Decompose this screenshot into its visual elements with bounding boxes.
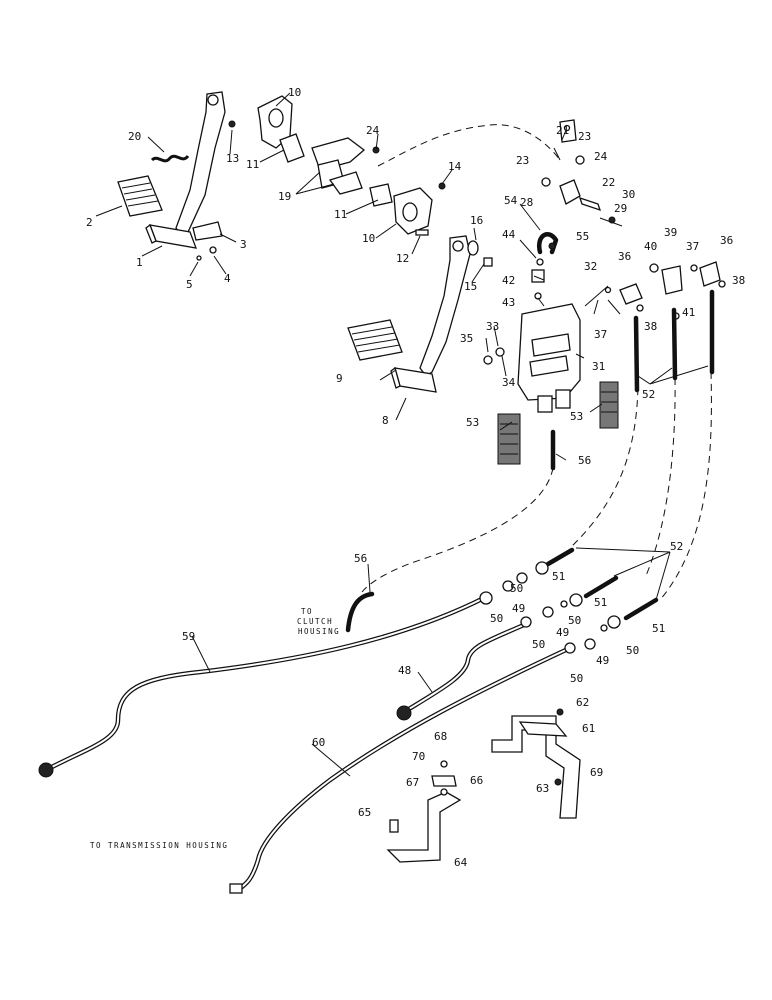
callout-20: 20 [128,130,141,143]
callout-10b: 10 [362,232,375,245]
callout-68: 68 [434,730,447,743]
callout-66: 66 [470,774,483,787]
callout-48: 48 [398,664,411,677]
callout-23b: 23 [578,130,591,143]
callout-60: 60 [312,736,325,749]
master-cylinder-assembly [483,119,726,413]
pivot-shaft-assembly [257,95,446,236]
callout-50f: 50 [570,672,583,685]
callout-69: 69 [590,766,603,779]
callout-67: 67 [406,776,419,789]
brackets-and-clips [386,708,581,863]
callout-36b: 36 [720,234,733,247]
callout-15: 15 [464,280,477,293]
callout-11a: 11 [246,158,259,171]
callout-38b: 38 [732,274,745,287]
callout-54: 54 [504,194,518,207]
callout-9: 9 [336,372,343,385]
callout-22: 22 [602,176,615,189]
callout-50a: 50 [510,582,523,595]
callout-8: 8 [382,414,389,427]
callout-51b: 51 [594,596,607,609]
callout-53b: 53 [570,410,583,423]
leader-lines [95,92,709,777]
callout-59: 59 [182,630,195,643]
callout-19: 19 [278,190,291,203]
callout-50e: 50 [626,644,639,657]
callout-44: 44 [502,228,516,241]
left-pedal-assembly [117,91,236,261]
callout-2: 2 [86,216,93,229]
callout-50c: 50 [568,614,581,627]
callout-36a: 36 [618,250,631,263]
callout-labels: 1 2 3 4 5 8 9 10 10 11 11 12 13 14 15 16… [86,86,745,869]
callout-32: 32 [584,260,597,273]
callout-56b: 56 [354,552,367,565]
hoses-and-springs [497,289,715,471]
right-pedal-assembly [347,235,493,393]
note-clutch-line3: HOUSING [298,627,340,636]
callout-38a: 38 [644,320,657,333]
callout-37b: 37 [686,240,699,253]
callout-35: 35 [460,332,473,345]
callout-61: 61 [582,722,595,735]
callout-40: 40 [644,240,657,253]
callout-12: 12 [396,252,409,265]
note-clutch-line2: CLUTCH [297,617,333,626]
callout-49a: 49 [512,602,525,615]
callout-49c: 49 [596,654,609,667]
callout-24b: 24 [594,150,608,163]
callout-55: 55 [576,230,589,243]
callout-31: 31 [592,360,605,373]
callout-23a: 23 [516,154,529,167]
callout-51c: 51 [652,622,665,635]
callout-49b: 49 [556,626,569,639]
callout-5: 5 [186,278,193,291]
callout-24a: 24 [366,124,380,137]
callout-65: 65 [358,806,371,819]
callout-10a: 10 [288,86,301,99]
lower-tubes-assembly [38,547,659,894]
callout-39: 39 [664,226,677,239]
note-transmission: TO TRANSMISSION HOUSING [90,841,228,850]
callout-64: 64 [454,856,468,869]
callout-1: 1 [136,256,143,269]
callout-53a: 53 [466,416,479,429]
callout-52a: 52 [642,388,655,401]
callout-13: 13 [226,152,239,165]
dashed-routing-lines [361,124,712,601]
callout-50d: 50 [532,638,545,651]
callout-33: 33 [486,320,499,333]
callout-37a: 37 [594,328,607,341]
callout-42: 42 [502,274,515,287]
callout-4: 4 [224,272,231,285]
callout-62: 62 [576,696,589,709]
callout-30: 30 [622,188,635,201]
callout-11b: 11 [334,208,347,221]
callout-29: 29 [614,202,627,215]
callout-70: 70 [412,750,425,763]
callout-34: 34 [502,376,516,389]
note-clutch-line1: TO [301,607,313,616]
callout-50b: 50 [490,612,503,625]
callout-63: 63 [536,782,549,795]
callout-3: 3 [240,238,247,251]
callout-16: 16 [470,214,483,227]
callout-21: 21 [556,124,569,137]
callout-43: 43 [502,296,515,309]
annotation-clutch: TO CLUTCH HOUSING [297,607,340,636]
callout-51a: 51 [552,570,565,583]
callout-41: 41 [682,306,695,319]
callout-28: 28 [520,196,533,209]
callout-52b: 52 [670,540,683,553]
callout-14: 14 [448,160,462,173]
callout-56a: 56 [578,454,591,467]
